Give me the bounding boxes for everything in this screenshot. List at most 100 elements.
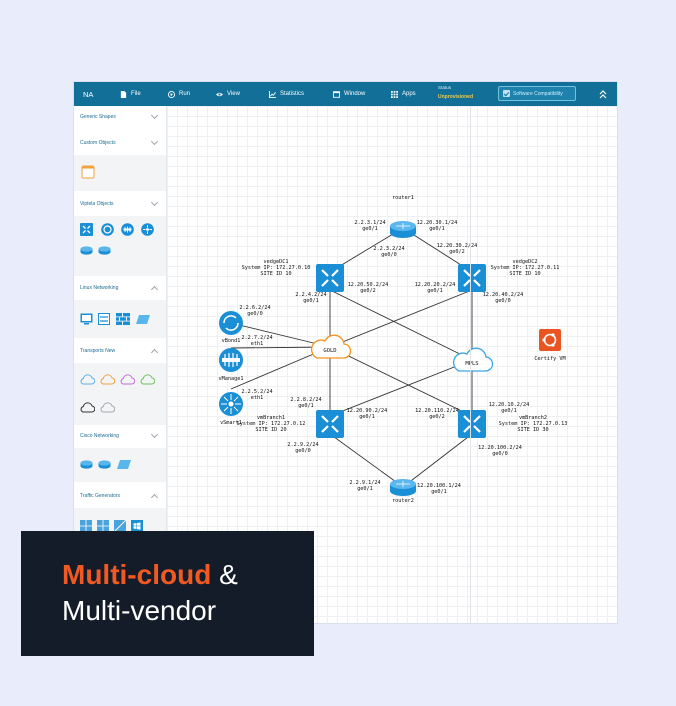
cisco-switch-icon[interactable]	[117, 460, 131, 469]
custom-object-icon[interactable]	[81, 165, 95, 179]
vbranch1-node[interactable]	[316, 410, 344, 438]
bridge-icon[interactable]	[136, 315, 150, 324]
play-icon	[168, 90, 175, 98]
mpls-cloud-node[interactable]	[452, 347, 494, 372]
vbranch1-site: SITE ID 20	[255, 427, 286, 433]
link-vbranch2-router2	[402, 433, 473, 488]
vedgeDC2-if-bl-port: ge0/1	[427, 288, 443, 294]
gold-cloud-node[interactable]	[310, 334, 352, 359]
linux-networking-palette	[74, 300, 166, 338]
cloud-orange-icon[interactable]	[99, 373, 115, 385]
server-icon[interactable]	[80, 313, 93, 325]
apps-menu-label: Apps	[402, 91, 416, 97]
router2-label: router2	[392, 498, 414, 504]
cloud-blue-icon[interactable]	[79, 373, 95, 385]
chevron-up-icon	[150, 493, 159, 502]
router-icon[interactable]	[80, 246, 93, 255]
cloud-green-icon[interactable]	[139, 373, 155, 385]
vedgeDC1-node[interactable]	[316, 264, 344, 292]
certify-vm-label: Certify VM	[534, 356, 565, 362]
topology-diagram: router1 2.2.3.1/24 ge0/1 12.20.30.1/24 g…	[219, 195, 568, 504]
section-custom-objects[interactable]: Custom Objects	[74, 133, 166, 153]
vbranch2-if-tr-port: ge0/1	[501, 408, 517, 414]
router1-if-right-port: ge0/1	[429, 226, 445, 232]
windows-icon[interactable]	[131, 520, 143, 532]
vbranch1-if-bot: 2.2.9.2/24	[287, 442, 318, 448]
vedge-icon[interactable]	[80, 223, 93, 236]
chevron-down-icon	[150, 430, 159, 439]
cisco-router-icon[interactable]	[80, 460, 93, 469]
statistics-menu[interactable]: Statistics	[269, 82, 304, 106]
link-gold-vbranch2	[329, 346, 473, 417]
view-menu[interactable]: View	[216, 82, 240, 106]
vbond-icon[interactable]	[101, 223, 114, 236]
vbranch2-site: SITE ID 30	[517, 427, 548, 433]
cloud-purple-icon[interactable]	[119, 373, 135, 385]
eye-icon	[216, 92, 223, 96]
router1-if-left: 2.2.3.1/24	[354, 220, 385, 226]
window-icon	[333, 90, 340, 98]
vbond-if: 2.2.6.2/24	[239, 305, 270, 311]
section-title: Linux Networking	[80, 285, 119, 291]
top-toolbar: NA File Run View Statistics Window	[74, 82, 617, 106]
vbranch2-if-bot: 12.20.100.2/24	[478, 445, 522, 451]
mpls-label: MPLS	[465, 361, 478, 367]
vbranch1-if-tl: 2.2.8.2/24	[290, 397, 321, 403]
file-menu-label: File	[131, 91, 141, 97]
cloud-gray-icon[interactable]	[99, 401, 115, 413]
router-icon[interactable]	[98, 246, 111, 255]
vbranch1-label: vmBranch1	[257, 415, 285, 421]
section-transports-new[interactable]: Transports New	[74, 341, 166, 361]
banner-line-1: Multi-cloud &	[62, 559, 238, 591]
router1-if-left-port: ge0/1	[362, 226, 378, 232]
router2-if-left: 2.2.9.1/24	[349, 480, 380, 486]
view-menu-label: View	[227, 91, 240, 97]
router1-if-right: 12.20.30.1/24	[417, 220, 458, 226]
link-vedgeDC2-gold	[329, 289, 473, 348]
run-menu[interactable]: Run	[168, 82, 190, 106]
traffic-gen-icon[interactable]	[97, 520, 109, 532]
cisco-router-icon[interactable]	[98, 460, 111, 469]
traffic-gen-icon[interactable]	[80, 520, 92, 532]
collapse-up-icon[interactable]	[598, 88, 608, 100]
vbranch1-if-tl-port: ge0/1	[298, 403, 314, 409]
section-linux-networking[interactable]: Linux Networking	[74, 278, 166, 298]
cloud-black-icon[interactable]	[79, 401, 95, 413]
firewall-icon[interactable]	[116, 313, 130, 325]
vedgeDC2-node[interactable]	[458, 264, 486, 292]
vbranch1-if-tr-port: ge0/1	[359, 414, 375, 420]
section-title: Generic Shapes	[80, 114, 116, 120]
vsmart-node[interactable]	[219, 392, 243, 416]
vmanage-node[interactable]	[219, 348, 243, 372]
vbranch2-node[interactable]	[458, 410, 486, 438]
link-mpls-vbranch1	[329, 359, 473, 417]
router2-node[interactable]	[390, 479, 416, 496]
vsmart-label: vSmart1	[220, 420, 242, 426]
software-compatibility-toggle[interactable]: Software Compatibility	[498, 86, 576, 101]
vsmart-icon[interactable]	[141, 223, 154, 236]
window-menu[interactable]: Window	[333, 82, 365, 106]
vedgeDC2-label: vedgeDC2	[513, 259, 538, 265]
vmanage-icon[interactable]	[121, 223, 134, 236]
apps-menu[interactable]: Apps	[391, 82, 416, 106]
traffic-gen-icon[interactable]	[114, 520, 126, 532]
vedgeDC2-site: SITE ID 10	[509, 271, 540, 277]
vedgeDC1-sysip: System IP: 172.27.0.10	[242, 265, 311, 271]
vedgeDC1-site: SITE ID 10	[260, 271, 291, 277]
linux-switch-icon[interactable]	[98, 313, 110, 325]
file-menu[interactable]: File	[120, 82, 141, 106]
vmanage-label: vManage1	[219, 376, 244, 382]
run-menu-label: Run	[179, 91, 191, 97]
cisco-networking-palette	[74, 448, 166, 482]
section-viptela-objects[interactable]: Viptela Objects	[74, 194, 166, 214]
section-generic-shapes[interactable]: Generic Shapes	[74, 107, 166, 127]
vbond-node[interactable]	[219, 311, 243, 335]
certify-vm-node[interactable]	[539, 329, 561, 351]
section-traffic-generators[interactable]: Traffic Generators	[74, 486, 166, 506]
vedgeDC2-sysip: System IP: 172.27.0.11	[491, 265, 560, 271]
router1-node[interactable]	[390, 221, 416, 238]
file-icon	[120, 90, 127, 98]
custom-objects-palette	[74, 155, 166, 191]
section-cisco-networking[interactable]: Cisco Networking	[74, 426, 166, 446]
chevron-down-icon	[150, 198, 159, 207]
